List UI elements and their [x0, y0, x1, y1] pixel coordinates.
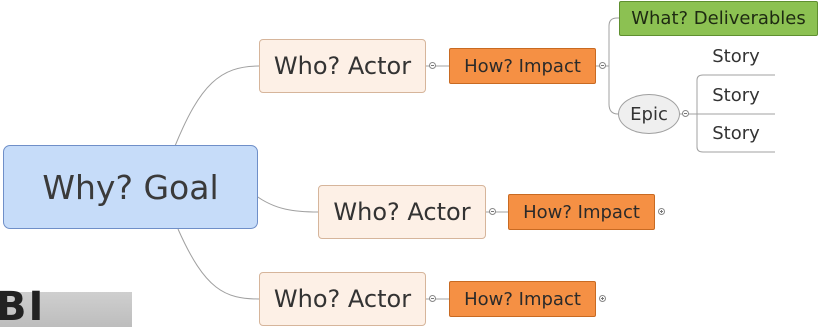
- impact-node-2[interactable]: How? Impact: [508, 194, 655, 230]
- actor-label: Who? Actor: [273, 52, 412, 80]
- impact-label: How? Impact: [464, 55, 581, 77]
- actor-label: Who? Actor: [273, 285, 412, 313]
- collapse-toggle-icon[interactable]: [489, 208, 496, 215]
- collapse-toggle-icon[interactable]: [429, 295, 436, 302]
- actor-node-3[interactable]: Who? Actor: [259, 272, 426, 326]
- impact-label: How? Impact: [523, 201, 640, 223]
- photo-fragment: BI: [0, 284, 132, 330]
- collapse-toggle-icon[interactable]: [429, 62, 436, 69]
- goal-label: Why? Goal: [42, 167, 219, 207]
- deliverables-node[interactable]: What? Deliverables: [619, 1, 818, 36]
- collapse-toggle-icon[interactable]: [682, 110, 689, 117]
- deliverables-label: What? Deliverables: [631, 8, 806, 29]
- actor-label: Who? Actor: [333, 198, 471, 226]
- expand-toggle-icon[interactable]: [599, 295, 606, 302]
- actor-node-2[interactable]: Who? Actor: [318, 185, 486, 239]
- impact-node-3[interactable]: How? Impact: [449, 281, 596, 317]
- photo-fragment-text: BI: [0, 284, 46, 330]
- collapse-toggle-icon[interactable]: [599, 62, 606, 69]
- impact-label: How? Impact: [464, 288, 581, 310]
- epic-node[interactable]: Epic: [618, 94, 680, 134]
- goal-node[interactable]: Why? Goal: [3, 145, 258, 229]
- impact-node-1[interactable]: How? Impact: [449, 48, 596, 84]
- story-node[interactable]: Story: [712, 123, 760, 144]
- story-node[interactable]: Story: [712, 85, 760, 106]
- story-node[interactable]: Story: [712, 46, 760, 67]
- actor-node-1[interactable]: Who? Actor: [259, 39, 426, 93]
- epic-label: Epic: [630, 103, 668, 125]
- expand-toggle-icon[interactable]: [658, 208, 665, 215]
